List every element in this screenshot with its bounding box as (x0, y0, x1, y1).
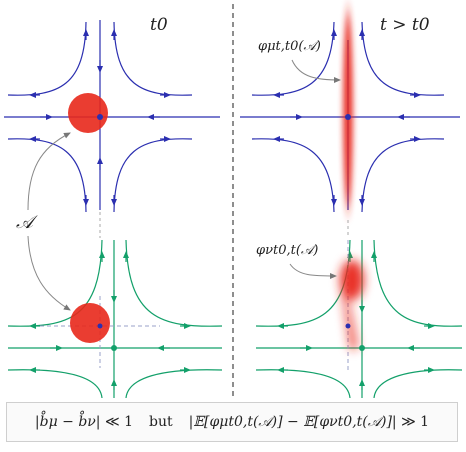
caption-lhs-expr: |b̊μ − b̊ν| (34, 414, 101, 430)
saddle-green-bottom-right (255, 239, 463, 399)
caption-rhs: |𝔼[φμt0,t(𝒜)] − 𝔼[φνt0,t(𝒜)]| ≫ 1 (189, 414, 430, 430)
displaced-set-bottom-right (340, 260, 364, 350)
annotation-arrow-phi-nu (289, 263, 337, 279)
caption-connector: but (148, 414, 173, 430)
saddle-point-top-left (97, 114, 103, 120)
flow-arrows-top-left (29, 29, 171, 206)
annotation-arrow-phi-mu (291, 59, 341, 83)
saddle-point-top-right (345, 114, 351, 120)
saddle-point-bottom-left (111, 345, 117, 351)
label-phi-mu: φμt,t0(𝒜) (258, 39, 321, 54)
stretched-set-top-right (343, 10, 353, 210)
caption-lhs: |b̊μ − b̊ν| ≪ 1 (35, 414, 133, 430)
flow-arrows-top-right (273, 29, 421, 206)
set-A-bottom-left (70, 303, 110, 343)
time-label-right: t > t0 (380, 15, 430, 35)
caption-rhs-expr: |𝔼[φμt0,t(𝒜)] − 𝔼[φνt0,t(𝒜)]| (188, 414, 397, 430)
caption-box: |b̊μ − b̊ν| ≪ 1 but |𝔼[φμt0,t(𝒜)] − 𝔼[φν… (6, 402, 458, 442)
label-set-A: 𝒜 (16, 212, 38, 233)
caption-rhs-relation: ≫ 1 (401, 414, 430, 430)
set-A-top-left (68, 93, 108, 133)
blue-saddle-reference-left (97, 323, 103, 329)
annotation-arrow-A-bottom (27, 235, 71, 311)
saddle-blue-top-left (4, 20, 220, 213)
label-phi-nu: φνt0,t(𝒜) (256, 243, 318, 258)
blue-saddle-reference-right (345, 323, 351, 329)
flow-arrows-bottom-right (277, 251, 435, 390)
time-label-left: t0 (150, 15, 168, 35)
saddle-point-bottom-right (359, 345, 365, 351)
flow-arrows-bottom-left (29, 251, 191, 390)
caption-lhs-relation: ≪ 1 (104, 414, 133, 430)
saddle-green-bottom-left (7, 239, 223, 399)
annotation-arrow-A-top (27, 132, 71, 211)
